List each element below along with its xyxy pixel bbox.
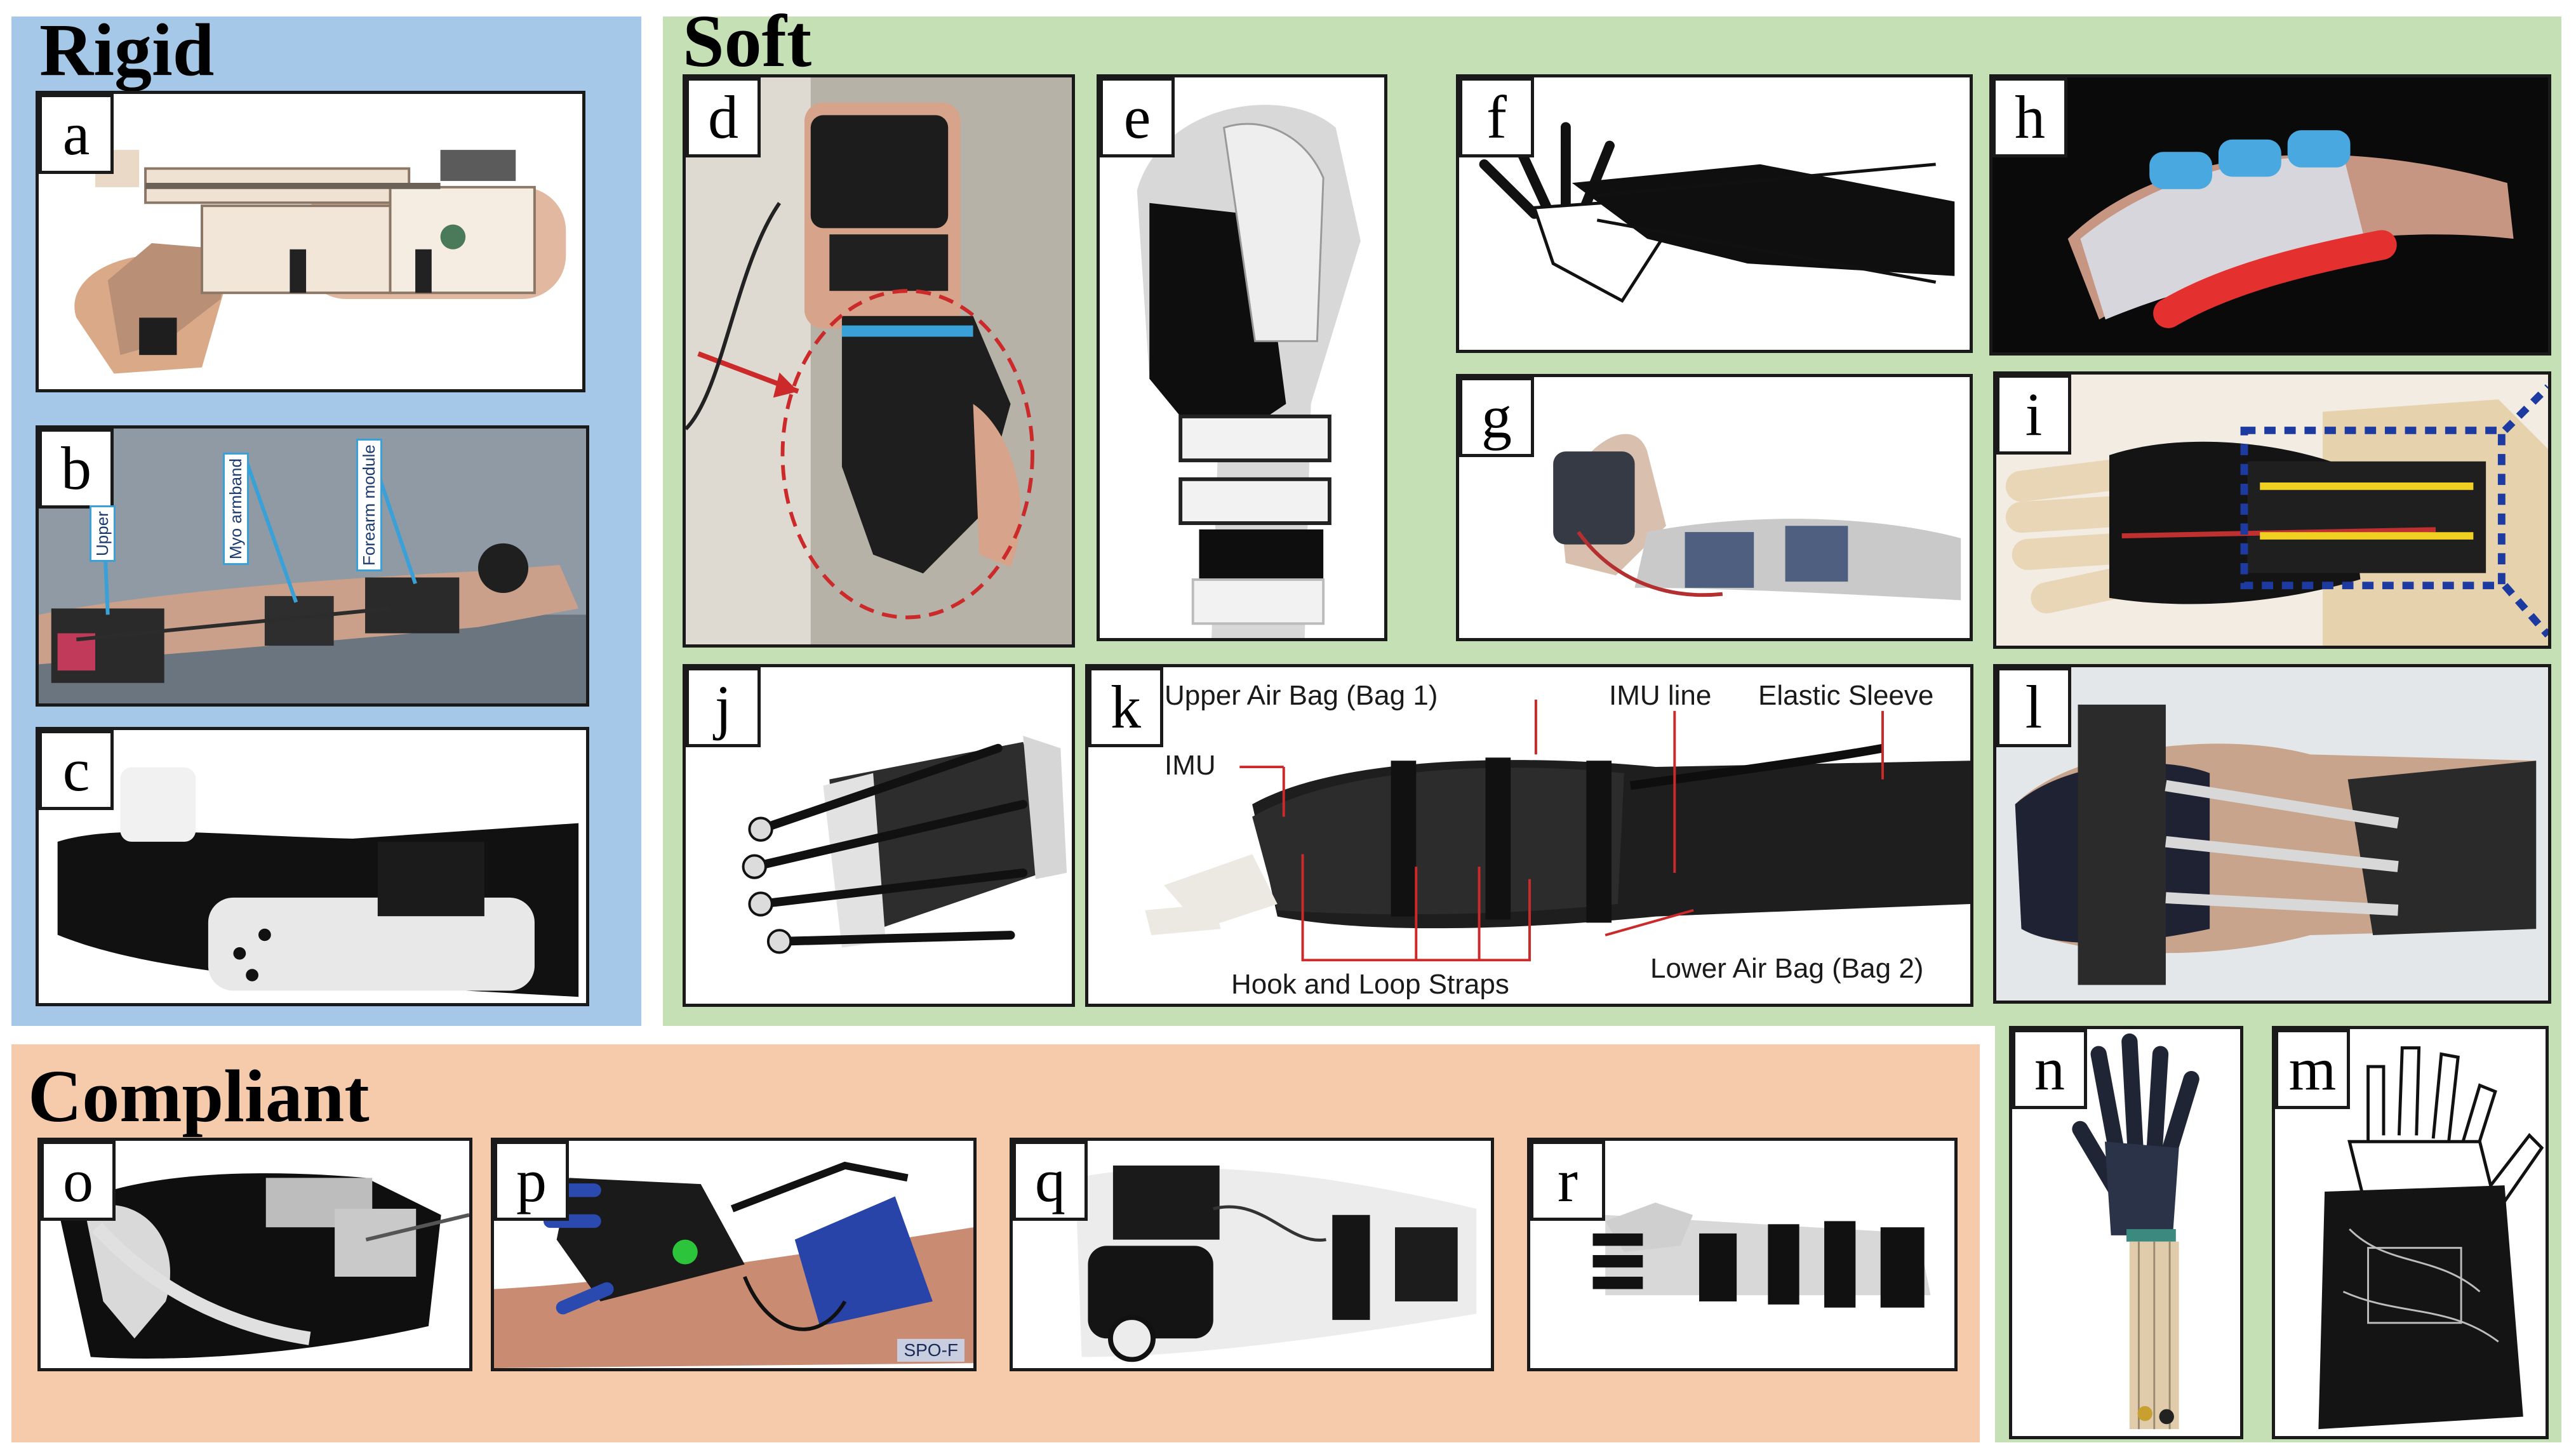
rigid-title: Rigid — [39, 8, 215, 91]
rigid-exoskeleton-image — [74, 150, 566, 374]
soft-actuator-glove-image — [1553, 434, 1961, 601]
panel-a: a — [36, 91, 585, 392]
panel-label-d: d — [686, 77, 761, 157]
air-bag-wrist-orthosis-image — [1145, 700, 1970, 962]
panel-k: k Upper Air Bag (Bag 1) IMU line Elastic… — [1085, 664, 1973, 1007]
panel-label-p: p — [494, 1141, 569, 1221]
cable-driven-glove-render — [742, 735, 1067, 954]
myo-armband-exoskeleton-image — [39, 429, 586, 703]
panel-label-g: g — [1459, 377, 1534, 457]
label-hook-and-loop-straps: Hook and Loop Straps — [1231, 969, 1509, 1000]
panel-l: l — [1993, 664, 2551, 1004]
rigid-wrist-brace-image — [57, 767, 579, 997]
textile-soft-glove-image — [1996, 667, 2548, 1001]
panel-q: q — [1010, 1138, 1494, 1371]
panel-h: h — [1989, 74, 2551, 356]
spo-f-badge: SPO-F — [897, 1339, 964, 1362]
soft-title: Soft — [683, 0, 812, 83]
panel-label-a: a — [39, 94, 114, 174]
label-upper-air-bag: Upper Air Bag (Bag 1) — [1165, 680, 1438, 711]
panel-label-b: b — [39, 429, 114, 509]
compliant-exoskeleton-q-image — [1075, 1165, 1477, 1362]
panel-label-e: e — [1100, 77, 1175, 157]
panel-j: j — [683, 664, 1075, 1007]
panel-r: r — [1527, 1138, 1958, 1371]
label-imu-line: IMU line — [1609, 680, 1712, 711]
panel-label-q: q — [1013, 1141, 1088, 1221]
panel-i: i — [1993, 371, 2551, 649]
panel-label-m: m — [2275, 1029, 2350, 1109]
panel-f: f — [1456, 74, 1973, 353]
compliant-brace-r-image — [1592, 1202, 1931, 1308]
label-myo-armband: Myo armband — [223, 453, 249, 565]
hand-prototype-image — [2072, 1033, 2199, 1430]
panel-label-o: o — [41, 1141, 116, 1221]
panel-label-l: l — [1996, 667, 2071, 747]
panel-p: p SPO-F — [491, 1138, 977, 1371]
panel-m: m — [2272, 1026, 2549, 1439]
pneumatic-glove-image — [1992, 77, 2548, 352]
panel-o: o — [37, 1138, 472, 1371]
panel-c: c — [36, 727, 589, 1006]
panel-d: d — [683, 74, 1075, 648]
panel-label-i: i — [1996, 375, 2071, 455]
panel-e: e — [1097, 74, 1387, 641]
soft-hand-model-image — [1996, 375, 2548, 646]
compliant-exoskeleton-o-image — [59, 1173, 469, 1359]
panel-label-n: n — [2012, 1029, 2087, 1109]
sketch-hand-exoskeleton-image — [2318, 1046, 2544, 1430]
tendon-glove-image — [1479, 122, 1955, 303]
panel-label-r: r — [1530, 1141, 1605, 1221]
panel-n: n — [2009, 1026, 2243, 1439]
label-forearm-module: Forearm module — [356, 439, 382, 571]
soft-glove-image — [686, 77, 1072, 644]
panel-label-c: c — [39, 730, 114, 810]
panel-g: g — [1456, 374, 1973, 641]
panel-label-h: h — [1992, 77, 2067, 157]
panel-label-f: f — [1459, 77, 1534, 157]
label-lower-air-bag: Lower Air Bag (Bag 2) — [1650, 953, 1924, 984]
panel-label-j: j — [686, 667, 761, 747]
panel-label-k: k — [1088, 667, 1163, 747]
soft-transparent-orthosis-image — [1137, 105, 1361, 638]
panel-b: b Upper Myo armband Forearm module — [36, 425, 589, 707]
compliant-title: Compliant — [28, 1054, 370, 1138]
label-elastic-sleeve: Elastic Sleeve — [1758, 680, 1934, 711]
label-upper: Upper — [90, 505, 116, 562]
label-imu: IMU — [1165, 750, 1216, 781]
